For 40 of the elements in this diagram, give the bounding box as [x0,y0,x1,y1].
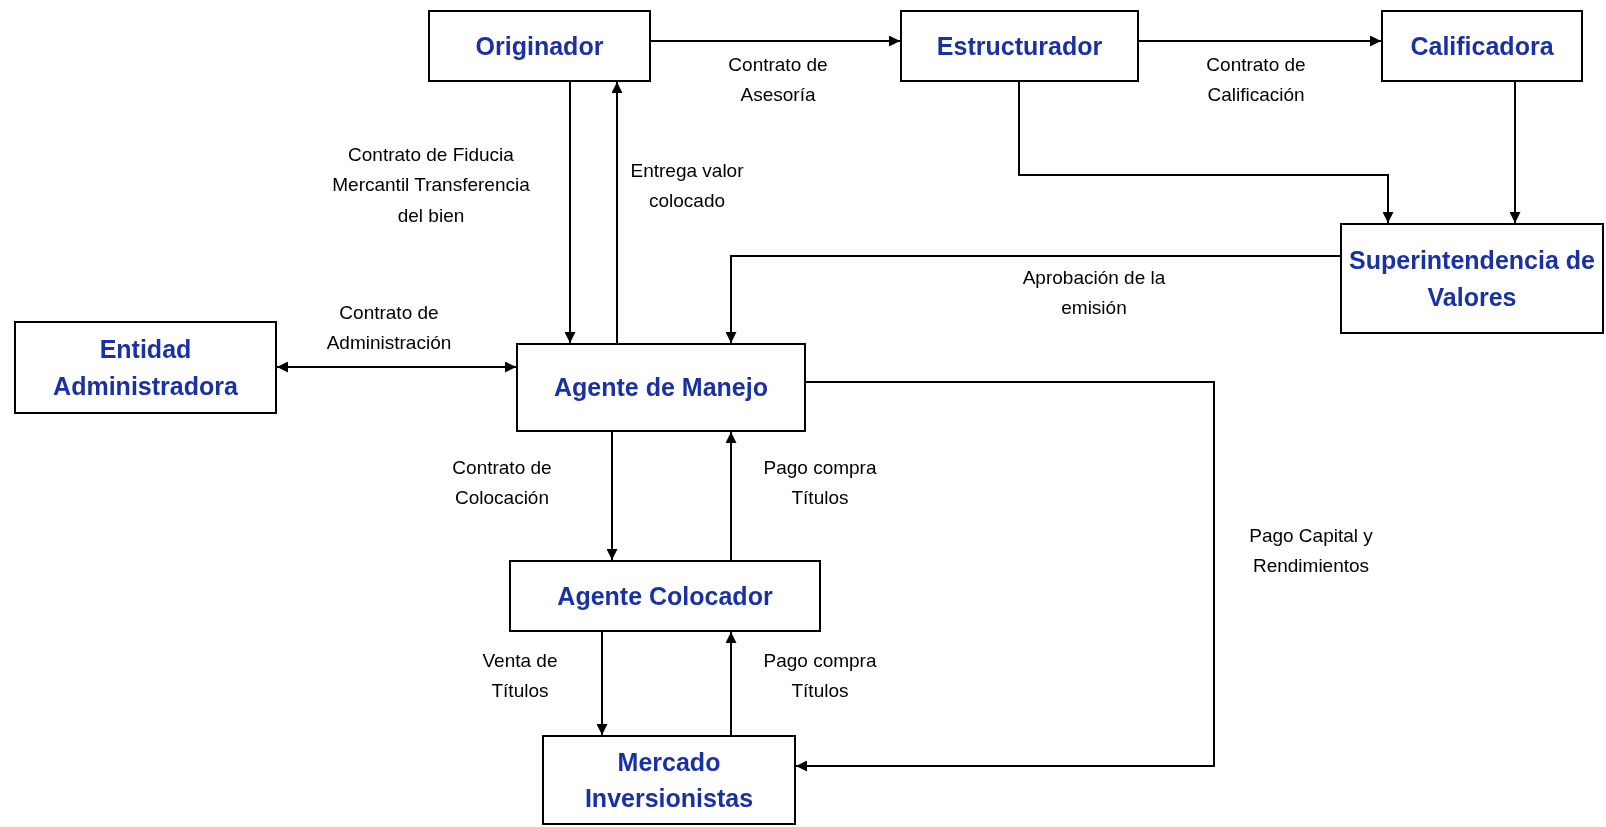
entity-name: Estructurador [936,30,1103,62]
entity-box [1340,223,1604,334]
edge-label: Pago Capital y Rendimientos [1248,523,1374,578]
edge-label: Contrato de Administración [325,300,453,355]
entity-name: Originador [475,30,604,62]
entity-box [542,735,796,825]
edge-label: Contrato de Asesoría [727,52,829,107]
edge-label: Aprobación de la emisión [1021,265,1167,320]
edge-label: Contrato de Colocación [451,455,553,510]
arrow [276,361,517,373]
edge-label: Pago compra Títulos [762,648,878,703]
entity-name: Calificadora [1410,30,1554,62]
entity-name: Agente de Manejo [554,372,768,404]
entity-name: Agente Colocador [557,580,773,612]
entity-box [900,10,1139,82]
arrow [1509,81,1521,224]
edge-label: Contrato de Fiducia Mercantil Transferencia del bien [331,143,531,229]
arrow [606,431,618,561]
arrow [795,381,1215,772]
entity-box [14,321,277,414]
arrow [564,81,576,344]
entity-box [1381,10,1583,82]
arrow [1018,81,1394,224]
arrow [725,431,737,561]
arrow [725,631,737,736]
arrow [596,631,608,736]
arrow [611,81,623,344]
arrow [725,255,1341,344]
entity-name: Superintendencia de Valores [1348,245,1596,313]
arrow [1138,35,1382,47]
entity-box [516,343,806,432]
entity-box [428,10,651,82]
edge-label: Entrega valor colocado [629,158,745,213]
edge-label: Pago compra Títulos [762,455,878,510]
arrow [650,35,901,47]
edge-label: Contrato de Calificación [1205,52,1307,107]
entity-box [509,560,821,632]
entity-name: Entidad Administradora [52,334,239,402]
entity-name: Mercado Inversionistas [583,746,755,814]
edge-label: Venta de Títulos [481,648,559,703]
